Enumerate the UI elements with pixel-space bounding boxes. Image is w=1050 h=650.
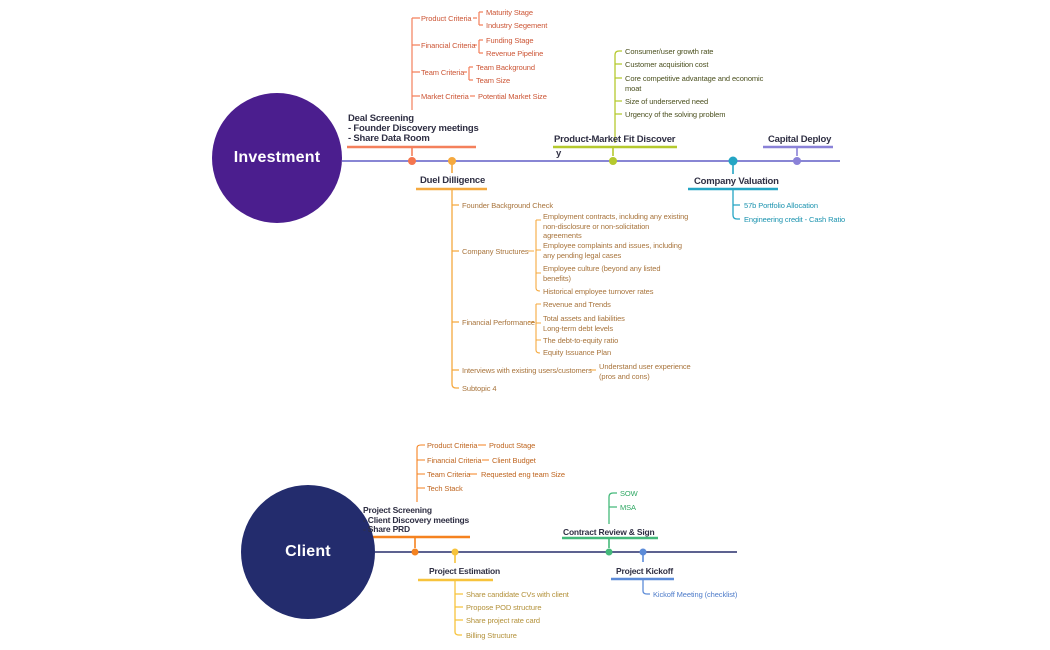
client-criteria-label-techstack[interactable]: Tech Stack	[427, 484, 463, 493]
client-criteria-label-team[interactable]: Team Criteria	[427, 470, 471, 479]
criteria-label-market[interactable]: Market Criteria	[421, 92, 469, 101]
deal-screening-branch	[347, 11, 483, 156]
interviews-child[interactable]: Understand user experience (pros and con…	[599, 362, 691, 381]
project-screening-bullet: - Client Discovery meetings	[363, 514, 470, 525]
deal-screening-title: Deal Screening	[348, 113, 414, 124]
financial-performance-child[interactable]: Total assets and liabilities Long-term d…	[543, 314, 625, 333]
project-kickoff-title[interactable]: Project Kickoff	[616, 566, 673, 576]
capital-deploy-title[interactable]: Capital Deploy	[768, 134, 832, 145]
pmf-item[interactable]: Urgency of the solving problem	[625, 110, 726, 119]
duel-dilligence-branch	[416, 161, 596, 389]
project-screening-title: Project Screening	[363, 505, 432, 515]
criteria-label-team[interactable]: Team Criteria	[421, 68, 465, 77]
project-estimation-title[interactable]: Project Estimation	[429, 566, 501, 576]
contract-item-sow[interactable]: SOW	[620, 489, 638, 498]
criteria-item[interactable]: Funding Stage	[486, 36, 534, 45]
criteria-item[interactable]: Revenue Pipeline	[486, 49, 544, 58]
duel-item-interviews[interactable]: Interviews with existing users/customers	[462, 366, 592, 375]
financial-performance-child[interactable]: Equity Issuance Plan	[543, 348, 612, 357]
deal-screening-bullet: - Founder Discovery meetings	[348, 123, 479, 134]
valuation-item[interactable]: Engineering credit - Cash Ratio	[744, 215, 846, 224]
pmf-item[interactable]: Customer acquisition cost	[625, 60, 709, 69]
company-structures-child[interactable]: Historical employee turnover rates	[543, 287, 654, 296]
valuation-item[interactable]: 57b Portfolio Allocation	[744, 201, 818, 210]
pmf-item[interactable]: Core competitive advantage and economic …	[625, 74, 764, 93]
project-screening-branch	[358, 444, 489, 548]
criteria-item[interactable]: Maturity Stage	[486, 8, 533, 17]
client-criteria-label-product[interactable]: Product Criteria	[427, 441, 478, 450]
criteria-item[interactable]: Industry Segement	[486, 21, 548, 30]
estimation-item[interactable]: Billing Structure	[466, 631, 517, 640]
company-valuation-title[interactable]: Company Valuation	[694, 176, 779, 187]
product-market-fit-title-overflow: y	[556, 148, 562, 159]
estimation-item[interactable]: Share candidate CVs with client	[466, 590, 569, 599]
company-structures-child[interactable]: Employee culture (beyond any listed bene…	[543, 264, 661, 283]
duel-item-founder-check[interactable]: Founder Background Check	[462, 201, 553, 210]
client-root-label: Client	[285, 543, 331, 560]
branch-dots	[408, 156, 801, 556]
client-root-node[interactable]: Client	[241, 485, 375, 619]
company-valuation-branch	[688, 161, 778, 220]
estimation-item[interactable]: Propose POD structure	[466, 603, 542, 612]
criteria-label-financial[interactable]: Financial Criteria	[421, 41, 476, 50]
investment-root-label: Investment	[233, 149, 321, 166]
criteria-label-product[interactable]: Product Criteria	[421, 14, 472, 23]
kickoff-item[interactable]: Kickoff Meeting (checklist)	[653, 590, 738, 599]
criteria-item[interactable]: Potential Market Size	[478, 92, 547, 101]
pmf-item[interactable]: Consumer/user growth rate	[625, 47, 714, 56]
deal-screening-bullet: - Share Data Room	[348, 133, 430, 144]
product-market-fit-title[interactable]: Product-Market Fit Discover	[554, 134, 676, 145]
project-screening-bullet: - Share PRD	[363, 524, 410, 534]
client-criteria-label-financial[interactable]: Financial Criteria	[427, 456, 482, 465]
estimation-item[interactable]: Share project rate card	[466, 616, 540, 625]
duel-item-subtopic[interactable]: Subtopic 4	[462, 384, 497, 393]
client-criteria-item[interactable]: Product Stage	[489, 441, 536, 450]
criteria-item[interactable]: Team Size	[476, 76, 511, 85]
contract-review-title[interactable]: Contract Review & Sign	[563, 527, 655, 537]
product-market-fit-branch	[553, 50, 677, 156]
pmf-item[interactable]: Size of underserved need	[625, 97, 709, 106]
financial-performance-child[interactable]: Revenue and Trends	[543, 300, 611, 309]
client-criteria-item[interactable]: Requested eng team Size	[481, 470, 566, 479]
duel-item-company-structures[interactable]: Company Structures	[462, 247, 529, 256]
contract-item-msa[interactable]: MSA	[620, 503, 636, 512]
criteria-item[interactable]: Team Background	[476, 63, 535, 72]
company-structures-child[interactable]: Employment contracts, including any exis…	[543, 212, 689, 240]
project-screening-node[interactable]: Project Screening - Client Discovery mee…	[363, 505, 470, 535]
duel-item-financial-performance[interactable]: Financial Performance	[462, 318, 535, 327]
financial-performance-child[interactable]: The debt-to-equity ratio	[543, 336, 619, 345]
company-structures-child[interactable]: Employee complaints and issues, includin…	[543, 241, 682, 260]
duel-dilligence-title[interactable]: Duel Dilligence	[420, 175, 486, 186]
deal-screening-node[interactable]: Deal Screening - Founder Discovery meeti…	[348, 114, 479, 144]
contract-review-branch	[562, 492, 658, 548]
capital-deploy-branch	[763, 145, 833, 156]
investment-root-node[interactable]: Investment	[212, 93, 342, 223]
client-criteria-item[interactable]: Client Budget	[492, 456, 536, 465]
